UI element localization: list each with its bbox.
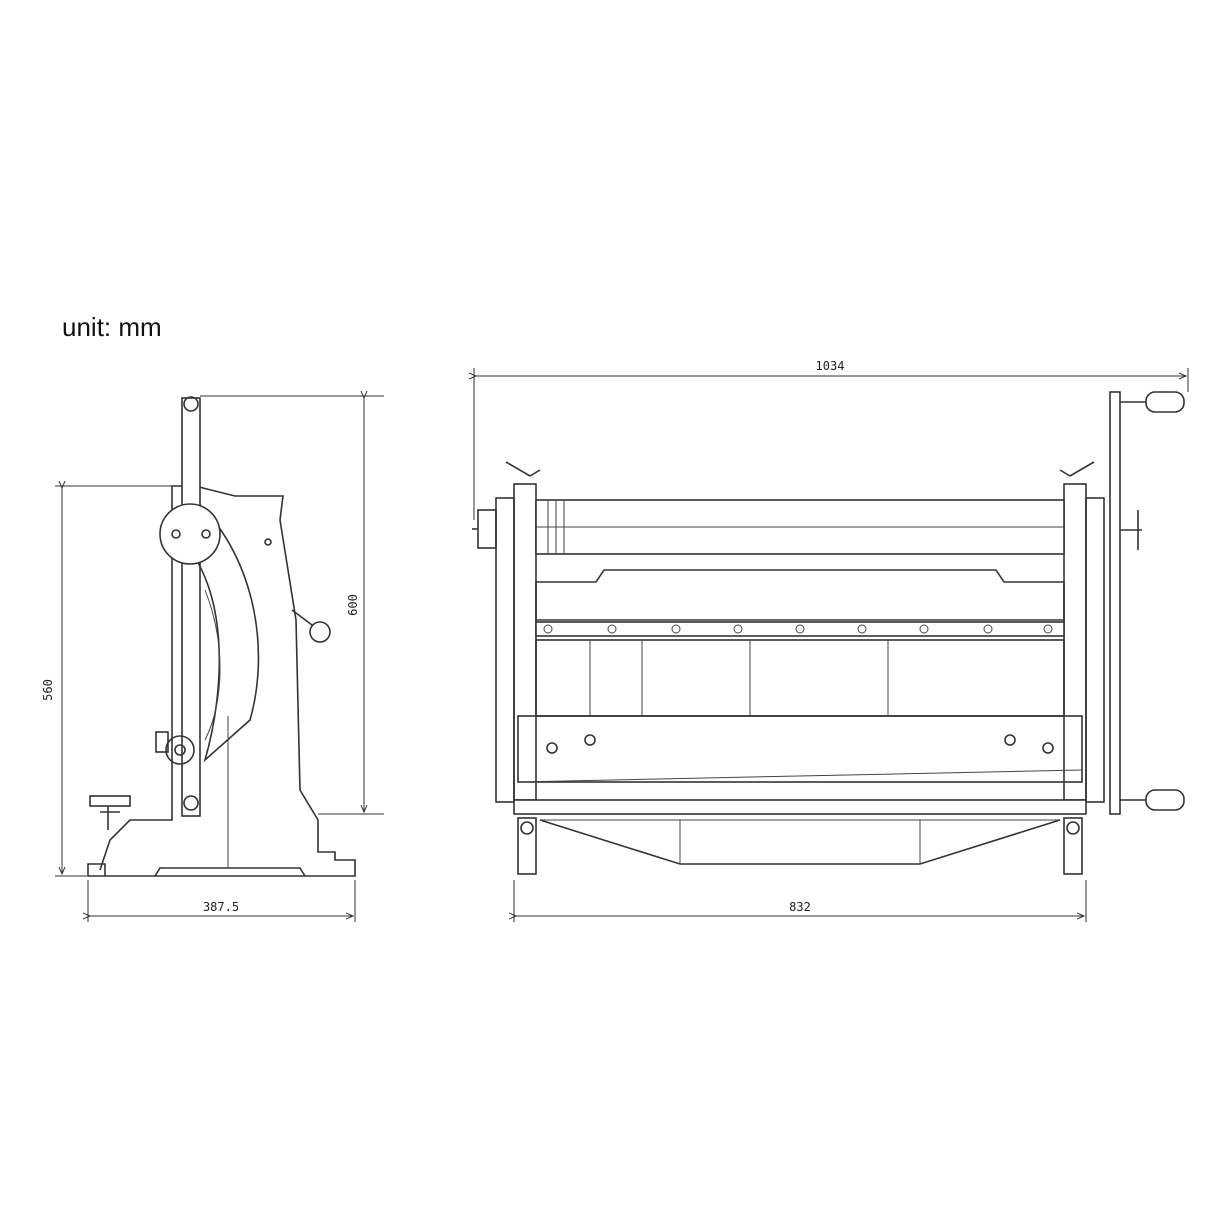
front-dimensions: 1034 832 xyxy=(474,359,1189,922)
crank-arm xyxy=(1109,391,1121,815)
curved-arm xyxy=(179,504,260,763)
bolt-strip xyxy=(535,621,1065,637)
left-pulley xyxy=(477,509,497,549)
upper-beam xyxy=(535,569,1065,621)
lower-frame xyxy=(517,715,1083,783)
side-foot-left xyxy=(87,863,106,876)
side-dimensions: 560 600 387.5 xyxy=(41,396,384,922)
middle-panel xyxy=(535,639,1065,717)
front-right-post xyxy=(1085,497,1105,803)
dim-side-depth: 387.5 xyxy=(203,900,239,914)
bed-plate xyxy=(513,799,1087,815)
bed-tray xyxy=(539,819,1061,865)
side-frame xyxy=(88,485,356,877)
lever-bottom-pivot xyxy=(183,795,199,811)
front-view xyxy=(472,391,1185,875)
lever-top-pivot xyxy=(183,396,199,412)
crank-handle-bottom xyxy=(1145,789,1185,811)
side-view xyxy=(87,396,360,877)
side-foot-middle xyxy=(154,867,306,877)
dim-front-width-total: 1034 xyxy=(816,359,845,373)
bolt-row xyxy=(543,624,1053,634)
dim-side-height-base: 560 xyxy=(41,679,55,701)
lower-roller xyxy=(165,735,195,765)
dim-front-width-base: 832 xyxy=(789,900,811,914)
front-foot-right xyxy=(1063,817,1083,875)
crank-knob xyxy=(1120,510,1142,550)
dim-side-height-total: 600 xyxy=(346,594,360,616)
side-handle-knob xyxy=(309,621,331,643)
right-clamp-handle xyxy=(1059,461,1095,477)
crank-handle-top xyxy=(1145,391,1185,413)
front-foot-left xyxy=(517,817,537,875)
left-clamp-handle xyxy=(505,461,541,477)
front-left-post xyxy=(495,497,515,803)
lever-bar xyxy=(181,397,201,817)
hub-disk xyxy=(159,503,221,565)
unit-label: unit: mm xyxy=(62,312,162,342)
